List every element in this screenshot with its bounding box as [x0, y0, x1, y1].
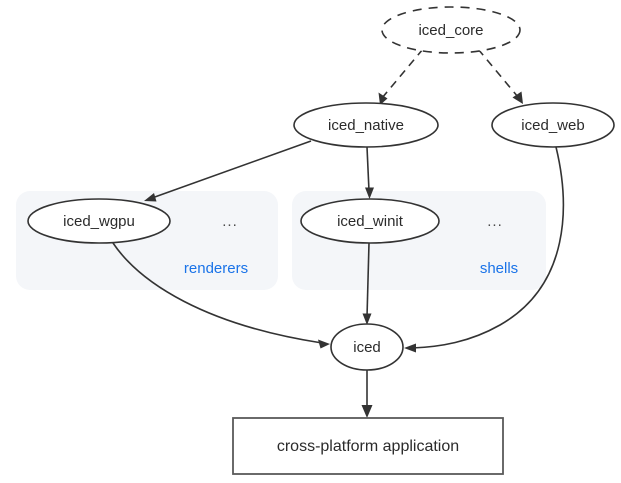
- node-cross-platform-application-shape[interactable]: [232, 417, 504, 475]
- edge-native-to-winit-path: [366, 146, 370, 192]
- edge-core-to-native-path: [381, 48, 424, 99]
- edge-wgpu-to-iced: [112, 242, 330, 349]
- edge-web-to-iced-arrow: [404, 343, 416, 353]
- node-iced-core-label: iced_core: [418, 22, 483, 39]
- node-iced-web-shape[interactable]: [491, 102, 615, 148]
- node-iced-wgpu-shape[interactable]: [27, 198, 171, 244]
- node-iced-native-shape[interactable]: [293, 102, 439, 148]
- node-iced[interactable]: iced: [330, 323, 404, 371]
- node-iced-core-shape[interactable]: [381, 6, 521, 54]
- edge-wgpu-to-iced-arrow: [318, 339, 330, 349]
- edge-wgpu-to-iced-path: [112, 242, 323, 344]
- node-iced-winit-label: iced_winit: [337, 213, 404, 230]
- edge-iced-to-app: [361, 370, 373, 418]
- cluster-renderers-label: renderers: [184, 260, 248, 277]
- edge-core-to-native: [378, 48, 424, 105]
- edge-native-to-wgpu: [144, 140, 312, 202]
- edge-core-to-web-path: [477, 48, 519, 98]
- node-iced-native-label: iced_native: [328, 117, 404, 134]
- cluster-shells-label: shells: [480, 260, 518, 277]
- node-cross-platform-application-label: cross-platform application: [277, 438, 459, 455]
- node-iced-web-label: iced_web: [521, 117, 584, 134]
- node-iced-winit[interactable]: iced_winit: [300, 198, 440, 244]
- edge-core-to-native-arrow: [378, 92, 388, 105]
- edge-winit-to-iced-arrow: [362, 313, 372, 325]
- node-iced-wgpu-label: iced_wgpu: [63, 213, 135, 230]
- node-iced-shape[interactable]: [330, 323, 404, 371]
- edge-native-to-winit-arrow: [365, 187, 374, 199]
- edge-native-to-winit: [365, 146, 374, 199]
- renderers-more-ellipsis: ...: [222, 213, 238, 230]
- edge-core-to-web-arrow: [512, 91, 523, 104]
- edge-native-to-wgpu-path: [151, 140, 312, 199]
- node-iced-winit-shape[interactable]: [300, 198, 440, 244]
- edge-web-to-iced: [404, 146, 565, 353]
- node-cross-platform-application[interactable]: cross-platform application: [232, 417, 504, 475]
- edge-native-to-wgpu-arrow: [144, 193, 157, 202]
- edge-iced-to-app-arrow: [361, 405, 373, 418]
- edge-web-to-iced-path: [411, 146, 565, 349]
- edge-winit-to-iced: [362, 242, 372, 325]
- edge-winit-to-iced-path: [366, 242, 370, 318]
- node-iced-web[interactable]: iced_web: [491, 102, 615, 148]
- node-iced-native[interactable]: iced_native: [293, 102, 439, 148]
- node-iced-core[interactable]: iced_core: [381, 6, 521, 54]
- node-iced-label: iced: [353, 339, 381, 356]
- node-iced-wgpu[interactable]: iced_wgpu: [27, 198, 171, 244]
- shells-more-ellipsis: ...: [487, 213, 503, 230]
- edge-core-to-web: [477, 48, 523, 104]
